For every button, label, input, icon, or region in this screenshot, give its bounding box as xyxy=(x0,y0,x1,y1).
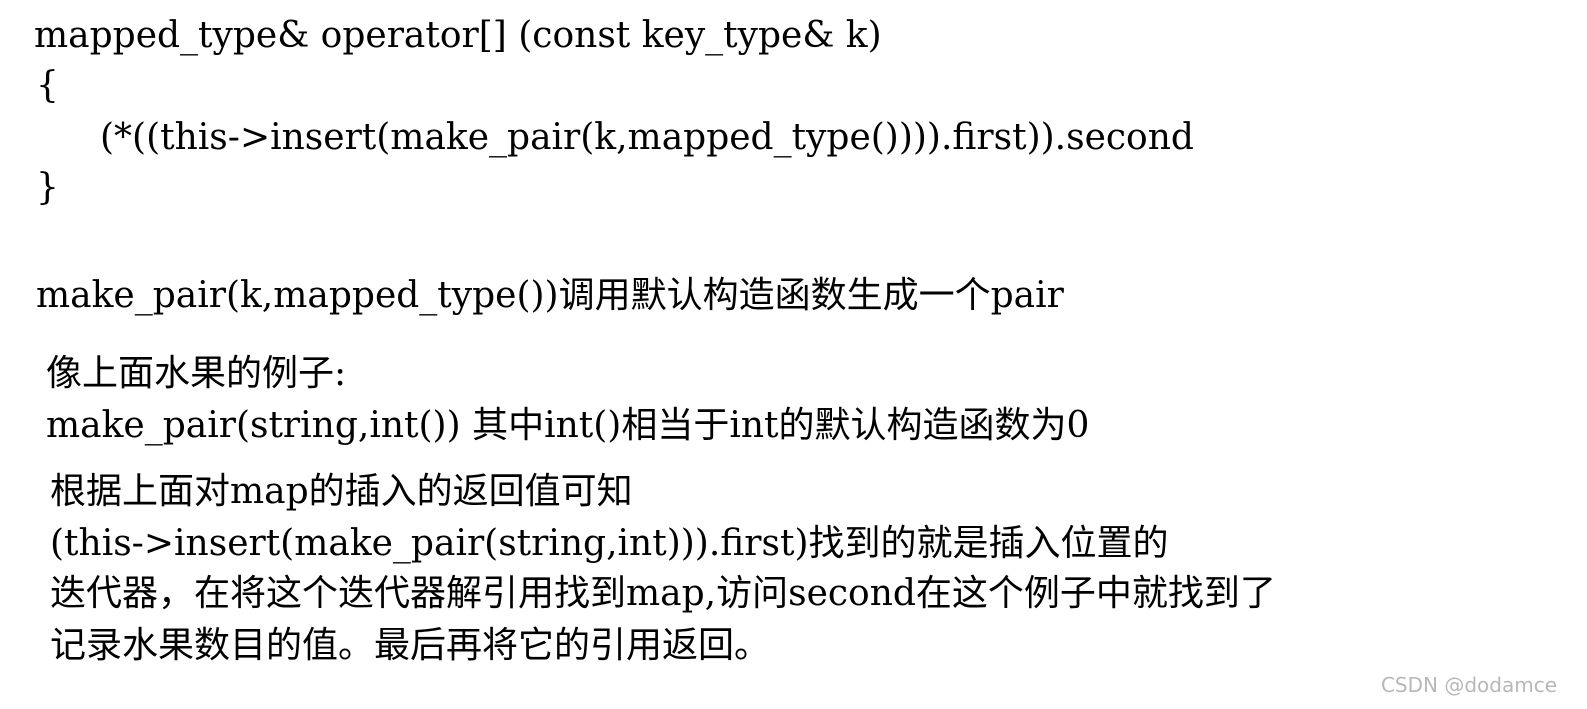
insert-note-line-3: 迭代器，在将这个迭代器解引用找到map,访问second在这个例子中就找到了 xyxy=(50,573,1276,614)
insert-note-line-1: 根据上面对map的插入的返回值可知 xyxy=(50,471,633,512)
example-heading: 像上面水果的例子: xyxy=(46,353,347,394)
code-body-line: (*((this->insert(make_pair(k,mapped_type… xyxy=(100,117,1194,158)
code-close-brace: } xyxy=(36,167,59,208)
insert-note-line-2: (this->insert(make_pair(string,int))).fi… xyxy=(50,523,1169,564)
explanation-text: make_pair(k,mapped_type())调用默认构造函数生成一个pa… xyxy=(36,275,1064,316)
csdn-watermark: CSDN @dodamce xyxy=(1380,673,1557,697)
code-open-brace: { xyxy=(36,65,59,106)
example-text: make_pair(string,int()) 其中int()相当于int的默认… xyxy=(46,405,1090,446)
code-signature-line: mapped_type& operator[] (const key_type&… xyxy=(34,15,882,56)
insert-note-line-4: 记录水果数目的值。最后再将它的引用返回。 xyxy=(50,625,771,666)
